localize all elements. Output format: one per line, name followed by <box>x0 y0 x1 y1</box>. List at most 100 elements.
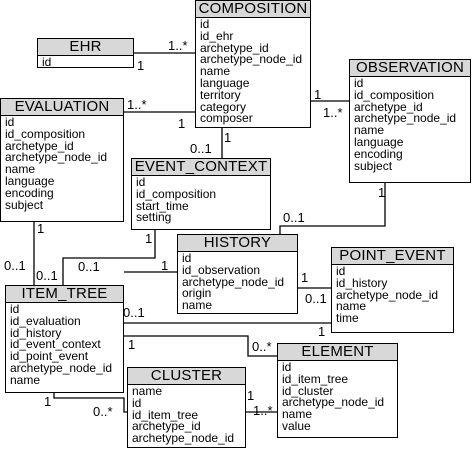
attribute: subject <box>5 197 44 212</box>
edge-event-context-item-tree <box>62 230 156 285</box>
attribute: id <box>354 76 364 90</box>
attribute: id <box>132 395 142 410</box>
multiplicity-label: 1..* <box>127 97 147 112</box>
attribute: id <box>200 17 210 31</box>
entity-history: HISTORY id id_observation archetype_node… <box>177 234 298 314</box>
multiplicity-label: 1 <box>224 130 232 145</box>
entity-title: POINT_EVENT <box>332 248 453 265</box>
attribute: composer <box>200 111 253 126</box>
attribute: id_item_tree <box>282 371 349 386</box>
attribute: id <box>42 55 52 69</box>
attribute: encoding <box>5 185 54 200</box>
attribute: subject <box>354 158 393 173</box>
attribute: id_composition <box>354 87 435 102</box>
attribute: origin <box>182 286 212 301</box>
entity-title: EHR <box>38 39 133 56</box>
multiplicity-label: 0..1 <box>78 259 100 274</box>
entity-title: EVENT_CONTEXT <box>132 159 270 176</box>
edge-item-tree-element <box>124 335 277 357</box>
entity-event-context: EVENT_CONTEXT id id_composition start_ti… <box>131 158 271 230</box>
attribute: archetype_node_id <box>336 287 439 302</box>
entity-cluster: CLUSTER name id id_item_tree archetype_i… <box>127 367 246 448</box>
multiplicity-label: 1 <box>378 185 386 200</box>
attribute: id_history <box>10 325 62 340</box>
entity-title: HISTORY <box>178 235 297 252</box>
attribute: archetype_node_id <box>182 274 285 289</box>
attribute: name <box>282 407 313 422</box>
multiplicity-label: 0..* <box>93 404 113 419</box>
attribute: name <box>354 123 385 138</box>
entity-item-tree: ITEM_TREE id id_evaluation id_history id… <box>5 285 124 393</box>
multiplicity-label: 1 <box>37 221 45 236</box>
attribute: archetype_node_id <box>10 360 113 375</box>
attribute: territory <box>200 87 241 102</box>
attribute: name <box>132 384 163 398</box>
entity-point-event: POINT_EVENT id id_history archetype_node… <box>331 247 454 333</box>
entity-title: COMPOSITION <box>196 1 310 18</box>
attribute: encoding <box>354 146 403 161</box>
attribute: category <box>200 99 247 114</box>
attribute: name <box>10 372 41 387</box>
attribute: id_evaluation <box>10 313 81 328</box>
attribute: setting <box>136 210 172 225</box>
attribute: id_observation <box>182 262 261 277</box>
attribute: name <box>5 162 36 177</box>
multiplicity-label: 1 <box>314 87 322 102</box>
attribute: id_cluster <box>282 383 334 398</box>
attribute: id <box>336 264 346 278</box>
multiplicity-label: 1 <box>178 116 186 131</box>
multiplicity-label: 1 <box>301 270 309 285</box>
multiplicity-label: 1..* <box>253 403 273 418</box>
attribute: name <box>336 299 367 314</box>
multiplicity-label: 1 <box>318 324 326 339</box>
attribute: start_time <box>136 198 189 213</box>
multiplicity-label: 1..* <box>323 105 343 120</box>
attribute: name <box>182 298 213 313</box>
multiplicity-label: 0..1 <box>36 268 58 283</box>
attribute: archetype_node_id <box>5 150 108 165</box>
attribute: value <box>282 418 311 433</box>
attribute: archetype_node_id <box>132 431 235 446</box>
attribute: language <box>354 134 404 149</box>
multiplicity-label: 1 <box>247 388 255 403</box>
entity-title: CLUSTER <box>128 368 245 385</box>
multiplicity-label: 0..1 <box>305 291 327 306</box>
multiplicity-label: 1..* <box>168 38 188 53</box>
attribute: id_point_event <box>10 349 89 364</box>
edge-item-tree-cluster <box>53 393 127 413</box>
entity-title: OBSERVATION <box>350 60 470 77</box>
multiplicity-label: 1 <box>44 394 52 409</box>
attribute: id <box>5 115 15 129</box>
attribute: id_item_tree <box>132 407 199 422</box>
attribute: id_history <box>336 275 388 290</box>
attribute: archetype_node_id <box>200 52 303 67</box>
entity-composition: COMPOSITION id id_ehr archetype_id arche… <box>195 0 311 128</box>
multiplicity-label: 0..1 <box>4 258 26 273</box>
attribute: archetype_node_id <box>282 395 385 410</box>
multiplicity-label: 0..* <box>252 339 272 354</box>
entity-evaluation: EVALUATION id id_composition archetype_i… <box>0 98 124 222</box>
attribute: id_ehr <box>200 28 234 43</box>
attribute: id <box>282 360 292 374</box>
attribute: id_composition <box>136 186 217 201</box>
attribute: archetype_node_id <box>354 111 457 126</box>
multiplicity-label: 1 <box>161 258 169 273</box>
attribute: archetype_id <box>5 138 74 153</box>
attribute: id <box>182 251 192 265</box>
multiplicity-label: 0..1 <box>123 305 145 320</box>
entity-observation: OBSERVATION id id_composition archetype_… <box>349 59 471 183</box>
attribute: id_event_context <box>10 337 101 352</box>
entity-element: ELEMENT id id_item_tree id_cluster arche… <box>277 343 398 438</box>
entity-title: ELEMENT <box>278 344 397 361</box>
entity-title: ITEM_TREE <box>6 286 123 303</box>
attribute: id_composition <box>5 126 86 141</box>
attribute: id <box>10 302 20 316</box>
attribute: language <box>5 173 55 188</box>
entity-title: EVALUATION <box>1 99 123 116</box>
attribute: archetype_id <box>354 99 423 114</box>
attribute: id <box>136 175 146 189</box>
attribute: archetype_id <box>132 419 201 434</box>
multiplicity-label: 1 <box>145 231 153 246</box>
